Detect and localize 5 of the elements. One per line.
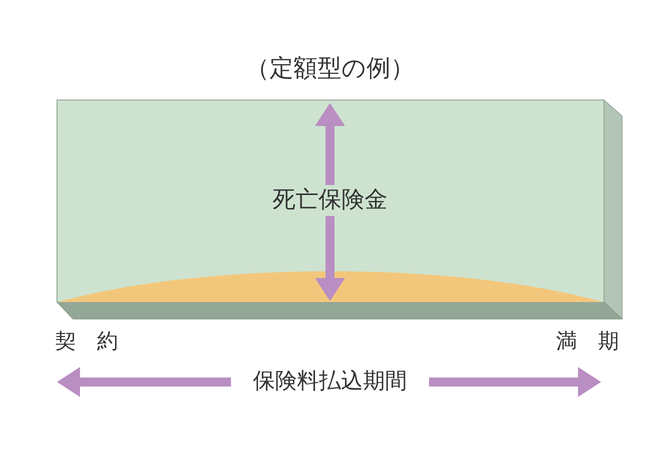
end-label: 満 期 — [556, 330, 619, 353]
period-label: 保険料払込期間 — [253, 370, 407, 394]
start-label: 契 約 — [55, 330, 118, 353]
diagram-title: （定額型の例） — [246, 55, 414, 82]
benefit-label: 死亡保険金 — [272, 188, 388, 213]
